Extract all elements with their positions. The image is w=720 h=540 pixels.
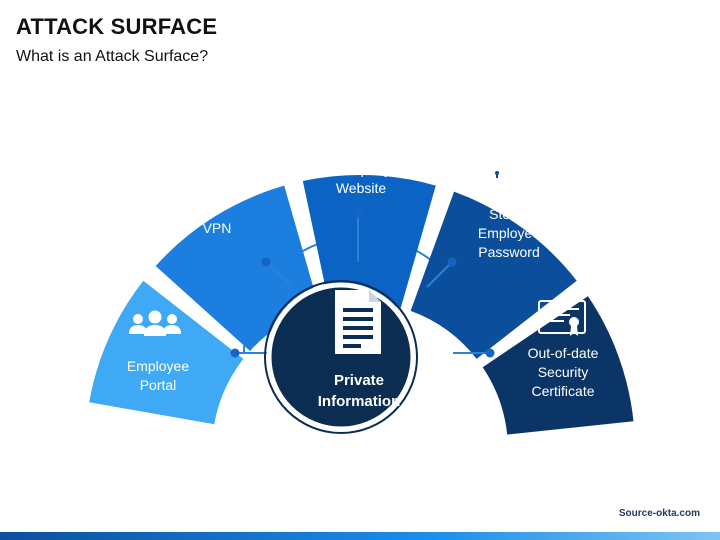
- vpn-label: VPN: [203, 220, 232, 236]
- segments-group: [89, 175, 634, 435]
- connector-line-stolen-password: [426, 261, 453, 288]
- segment-company-website: [302, 175, 436, 308]
- vpn-icon-text: VPN: [208, 181, 227, 191]
- segment-certificate: [482, 296, 634, 435]
- center-circle-ring: [264, 280, 418, 434]
- stolen-password-label-line1: Stolen: [489, 206, 529, 222]
- password-mask-text: ***_: [486, 180, 509, 195]
- page-subtitle: What is an Attack Surface?: [16, 48, 209, 65]
- lock-password-icon: ***_: [468, 153, 526, 196]
- connector-dot-employee-portal: [230, 348, 240, 358]
- connector-dot-vpn: [261, 257, 271, 267]
- connector-dot-certificate: [485, 348, 495, 358]
- stolen-password-label-line2: Employee: [478, 225, 540, 241]
- employee-portal-label-line1: Employee: [127, 358, 189, 374]
- company-website-label-line2: Website: [336, 180, 387, 196]
- connector-line-vpn: [265, 261, 292, 286]
- stolen-password-label-line3: Password: [478, 244, 539, 260]
- center-label-line1: Private: [334, 372, 384, 389]
- certificate-label-line3: Certificate: [531, 383, 594, 399]
- segment-vpn: [155, 185, 320, 351]
- monitor-globe-icon: [340, 115, 382, 151]
- company-website-label-line1: Company: [331, 161, 391, 177]
- connectors-group: [230, 208, 495, 358]
- bottom-accent-bar: [0, 532, 720, 540]
- people-icon: [129, 310, 181, 336]
- segment-employee-portal: [89, 280, 244, 425]
- vpn-shield-icon: VPN: [201, 173, 233, 212]
- document-icon: [335, 290, 381, 354]
- source-credit: Source-okta.com: [618, 508, 700, 519]
- segment-stolen-password: [410, 191, 577, 359]
- page-title: ATTACK SURFACE: [16, 14, 218, 39]
- employee-portal-label-line2: Portal: [140, 377, 177, 393]
- certificate-icon: [538, 300, 586, 336]
- connector-dot-company-website: [353, 208, 363, 218]
- connector-dot-stolen-password: [447, 257, 457, 267]
- certificate-label-line1: Out-of-date: [528, 345, 599, 361]
- center-label-line2: Information: [318, 393, 401, 410]
- certificate-label-line2: Security: [538, 364, 589, 380]
